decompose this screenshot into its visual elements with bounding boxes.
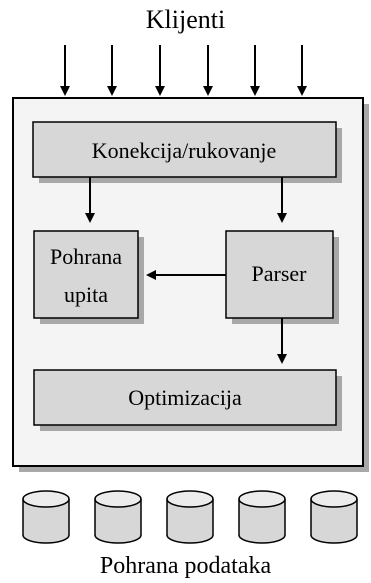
- connection-box: [32, 121, 337, 178]
- query-cache-box: [33, 230, 139, 319]
- storage-cylinder-1: [22, 490, 70, 544]
- connection-box-label: Konekcija/rukovanje: [92, 138, 277, 163]
- clients-label: Klijenti: [145, 5, 226, 34]
- parser-box: [225, 230, 334, 319]
- data-storage-label: Pohrana podataka: [99, 553, 272, 579]
- data-storage-engines: [22, 490, 358, 544]
- storage-cylinder-3: [166, 490, 214, 544]
- client-arrows: [60, 45, 307, 96]
- storage-cylinder-2: [94, 490, 142, 544]
- optimizer-box: [33, 369, 337, 426]
- optimizer-label: Optimizacija: [128, 385, 242, 410]
- query-cache-label-line2: upita: [64, 282, 108, 307]
- query-cache-label-line1: Pohrana: [50, 244, 122, 269]
- storage-cylinder-4: [238, 490, 286, 544]
- storage-cylinder-5: [310, 490, 358, 544]
- parser-label: Parser: [252, 261, 308, 286]
